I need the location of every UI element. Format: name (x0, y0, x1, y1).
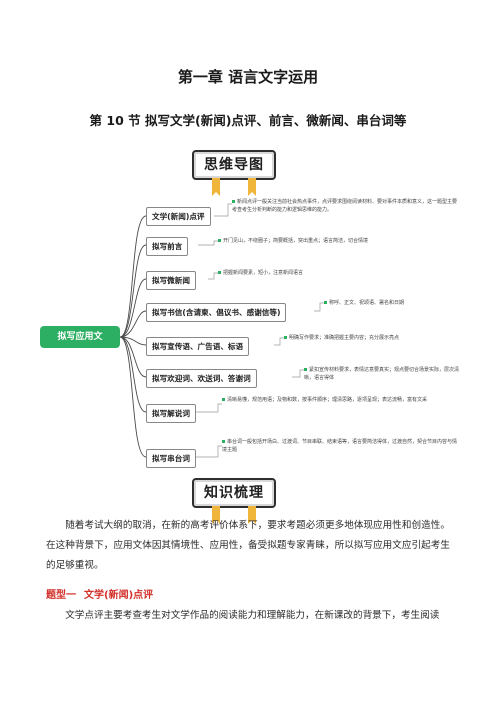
connector-6 (119, 336, 147, 378)
branch-note-3: 把握新闻要素，短小，注意新闻语言 (218, 269, 418, 277)
branch-node-8: 拟写串台词 (146, 449, 196, 468)
ribbon-right-decoration (248, 506, 256, 524)
branch-note-4: 称呼、正文、祝颂语、署名和日期 (324, 299, 460, 307)
connector-4 (119, 310, 147, 338)
connector-7 (119, 336, 147, 413)
type-title: 文学(新闻)点评 (84, 590, 154, 601)
ribbon-left-decoration (212, 506, 220, 524)
branch-note-1: 新闻点评一般关注当前社会热点事件，点评要求围绕阅读材料、要对事件本质和意义，这一… (232, 199, 458, 213)
type-heading: 题型一文学(新闻)点评 (46, 586, 153, 601)
branch-node-5: 拟写宣传语、广告语、标语 (146, 337, 250, 356)
mindmap-banner: 思维导图 (186, 148, 282, 196)
type-label: 题型一 (46, 590, 76, 601)
connector-8 (119, 336, 147, 458)
mindmap-banner-title: 思维导图 (192, 150, 276, 180)
knowledge-banner-title: 知识梳理 (192, 478, 276, 508)
ribbon-right-decoration (248, 178, 256, 196)
mindmap-root-node: 拟写应用文 (40, 326, 120, 348)
branch-note-5: 明确写作要求；准确把握主要内容；充分展示亮点 (284, 334, 460, 342)
connector-3 (119, 278, 147, 338)
branch-note-8: 串台词一般包括开场白、过渡词、节目串联、结束语等，语言要简洁得体，过渡自然，契合… (222, 439, 458, 453)
ribbon-left-decoration (212, 178, 220, 196)
connector-2 (119, 244, 147, 338)
branch-node-4: 拟写书信(含请柬、倡议书、感谢信等) (146, 303, 287, 322)
branch-node-7: 拟写解说词 (146, 404, 196, 423)
connector-1 (119, 215, 147, 338)
branch-node-6: 拟写欢迎词、欢送词、答谢词 (146, 369, 257, 388)
connector-5 (119, 336, 147, 346)
branch-node-3: 拟写微新闻 (146, 271, 196, 290)
branch-note-2: 开门见山，不绕圈子；简要概括，突出重点；语言简洁，切合情境 (218, 237, 458, 245)
branch-note-7: 清晰易懂，规范用语；及物和数，按事件顺序；理清思路，逐项呈现；表达流畅，富有文采 (222, 396, 460, 404)
chapter-title: 第一章 语言文字运用 (177, 68, 319, 86)
branch-node-2: 拟写前言 (146, 237, 189, 256)
type-paragraph: 文学点评主要考查考生对文学作品的阅读能力和理解能力，在新课改的背景下，考生阅读 (65, 610, 440, 621)
branch-node-1: 文学(新闻)点评 (146, 207, 211, 226)
section-title: 第 10 节 拟写文学(新闻)点评、前言、微新闻、串台词等 (89, 113, 407, 128)
knowledge-banner: 知识梳理 (186, 476, 282, 524)
branch-note-6: 紧扣宣传材料要求，表情达意要真实；观点要切合场景实际，层次清晰，语言得体 (304, 367, 460, 381)
intro-paragraph: 随着考试大纲的取消，在新的高考评价体系下，要求考题必须更多地体现应用性和创造性。… (46, 520, 450, 571)
